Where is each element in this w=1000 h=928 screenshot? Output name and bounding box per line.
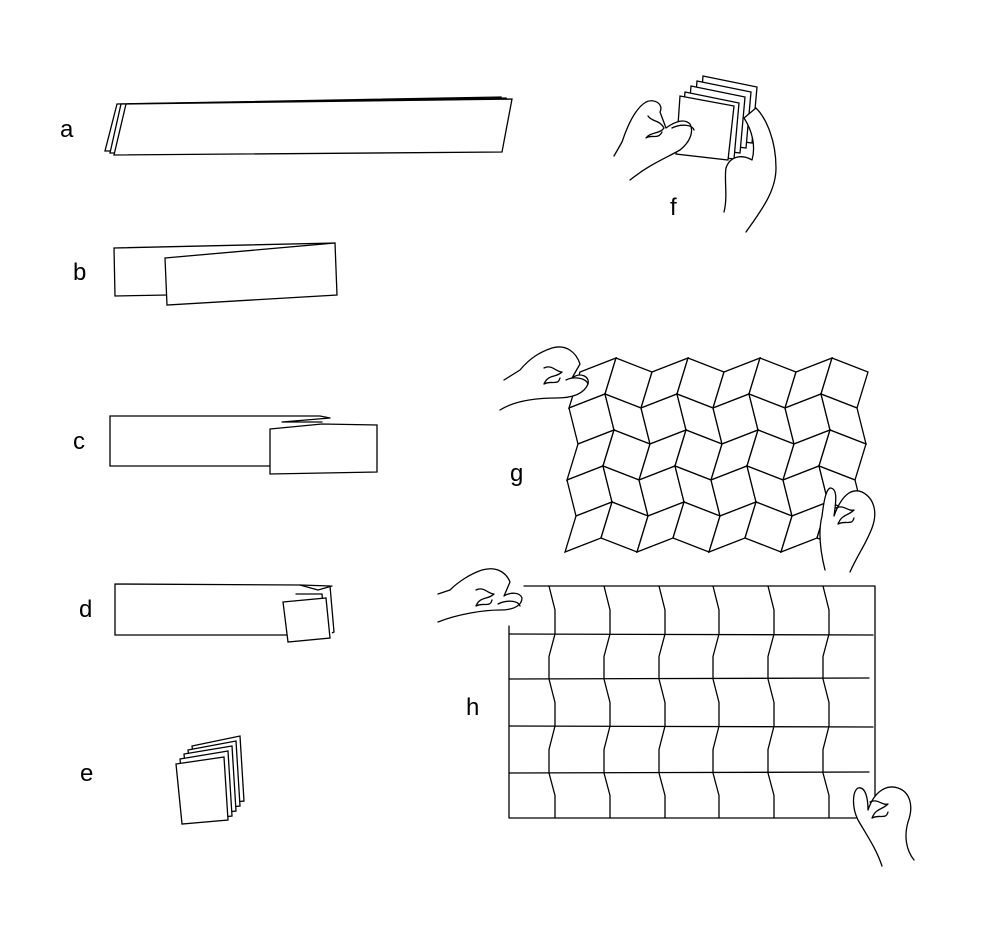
label-h: h bbox=[466, 694, 479, 721]
step-e-folded-stack bbox=[175, 735, 245, 825]
label-g: g bbox=[510, 460, 523, 487]
grid-vertical-crease bbox=[712, 585, 720, 819]
grid-outline bbox=[508, 585, 876, 819]
grid-vertical-crease bbox=[658, 585, 666, 819]
right-hand-outline-g bbox=[819, 487, 876, 573]
step-h-hands bbox=[437, 568, 915, 867]
grid-vertical-crease bbox=[822, 585, 830, 819]
grid-vertical-crease bbox=[603, 585, 611, 819]
step-d-square-fold bbox=[114, 583, 335, 643]
label-d: d bbox=[79, 596, 92, 623]
label-e: e bbox=[80, 760, 93, 787]
step-c-accordion-fold bbox=[109, 415, 378, 475]
label-a: a bbox=[60, 116, 74, 143]
right-hand-outline-h bbox=[852, 786, 915, 867]
grid-vertical-crease bbox=[767, 585, 775, 819]
grid-vertical-crease bbox=[548, 585, 556, 819]
left-hand-outline-f bbox=[613, 100, 693, 181]
right-hand-outline-f bbox=[723, 107, 777, 233]
step-g-hands bbox=[499, 346, 876, 573]
grid-horizontal-crease bbox=[508, 771, 870, 774]
step-h-expanded-grid bbox=[508, 585, 876, 819]
label-c: c bbox=[73, 428, 85, 455]
step-g-expanded-tessellation bbox=[563, 356, 869, 554]
grid-horizontal-crease bbox=[508, 633, 874, 636]
grid-horizontal-crease bbox=[508, 725, 874, 728]
step-a-long-strip bbox=[104, 96, 513, 156]
step-f-hands-holding-stack bbox=[613, 75, 777, 233]
label-f: f bbox=[670, 194, 677, 221]
label-b: b bbox=[73, 259, 86, 286]
grid-horizontal-crease bbox=[508, 677, 870, 680]
left-hand-outline-h bbox=[437, 568, 523, 623]
step-b-half-fold bbox=[113, 242, 338, 306]
left-hand-outline-g bbox=[499, 346, 589, 411]
